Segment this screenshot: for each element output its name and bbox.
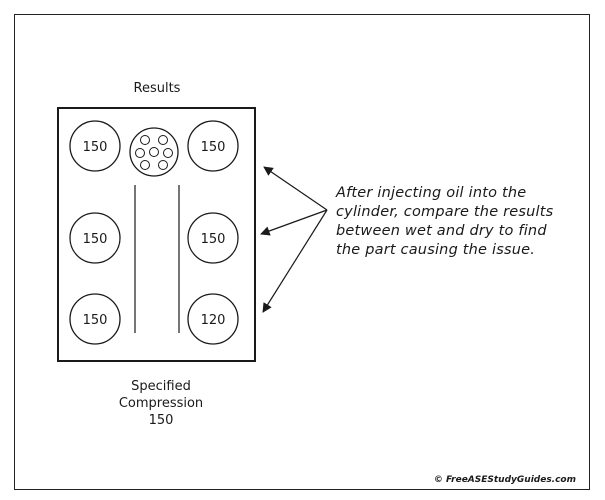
injector-bolt-pattern — [129, 127, 179, 177]
arrow-to-bottom-cylinder — [262, 209, 328, 313]
cylinder-4: 150 — [187, 212, 239, 264]
cylinder-1-value: 150 — [83, 140, 108, 155]
cylinder-1: 150 — [69, 120, 121, 172]
specified-line-2: Compression — [119, 396, 203, 411]
note-line-3: between wet and dry to find — [336, 223, 547, 239]
cylinder-2: 150 — [187, 120, 239, 172]
note-line-1: After injecting oil into the — [335, 185, 526, 201]
cylinder-2-value: 150 — [201, 140, 226, 155]
results-title: Results — [134, 81, 181, 96]
cylinder-4-value: 150 — [201, 232, 226, 247]
cylinder-6: 120 — [187, 293, 239, 345]
note-line-4: the part causing the issue. — [336, 242, 535, 258]
cylinder-6-value: 120 — [201, 313, 226, 328]
cylinder-5-value: 150 — [83, 313, 108, 328]
copyright-text: © FreeASEStudyGuides.com — [434, 475, 576, 485]
cylinder-3-value: 150 — [83, 232, 108, 247]
cylinder-3: 150 — [69, 212, 121, 264]
arrow-to-middle-cylinder — [260, 209, 328, 236]
arrow-to-top-cylinder — [263, 166, 328, 211]
note-line-2: cylinder, compare the results — [336, 204, 554, 220]
cylinder-5: 150 — [69, 293, 121, 345]
outer-frame — [14, 14, 590, 490]
specified-line-3: 150 — [149, 413, 174, 428]
specified-line-1: Specified — [131, 379, 191, 394]
